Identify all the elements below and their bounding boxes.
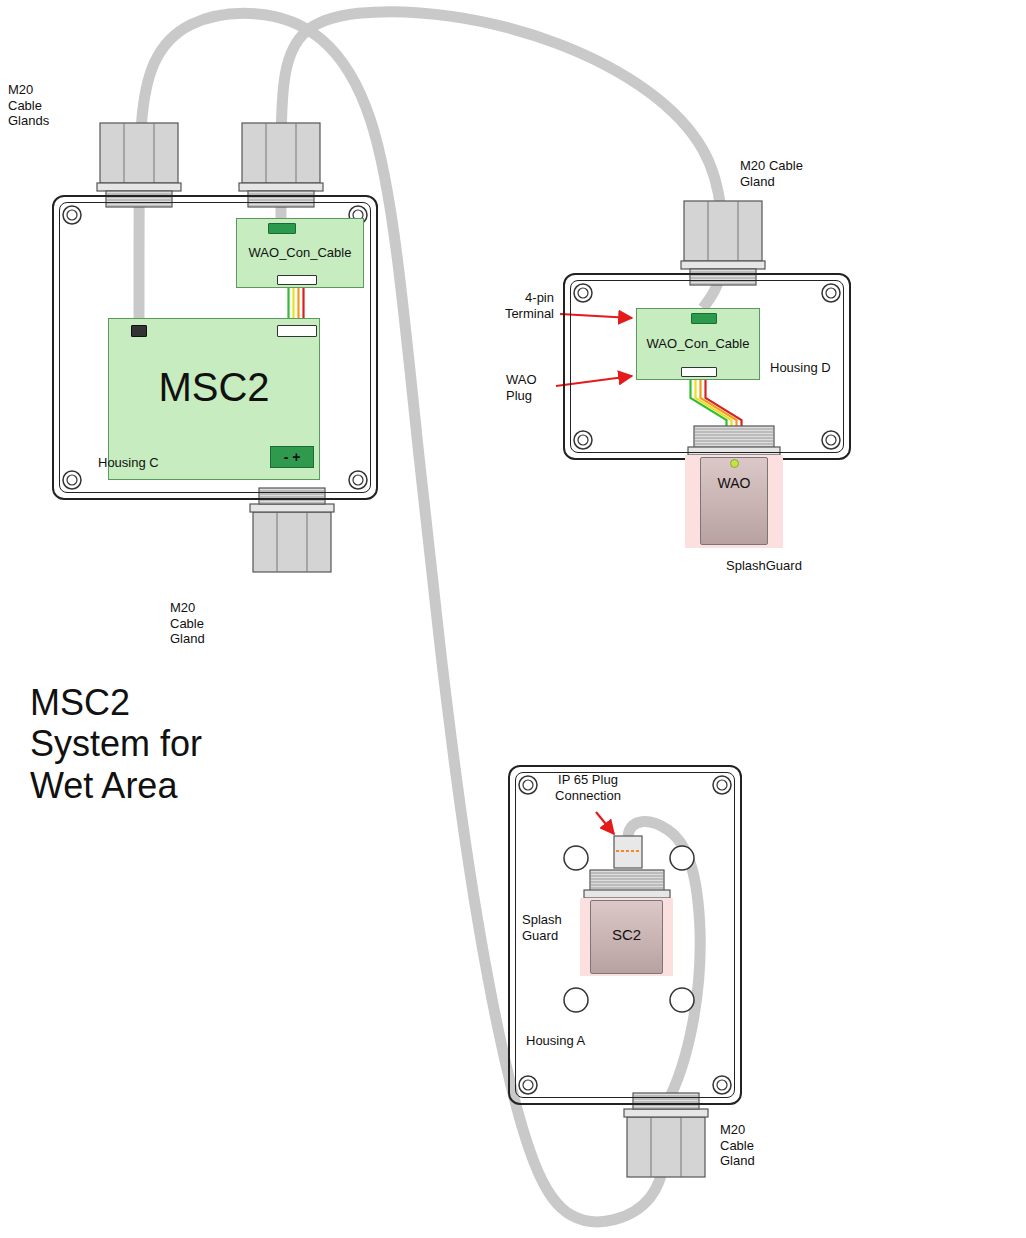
housing-screw <box>349 471 367 489</box>
text-slot: WAO_Con_Cable <box>237 245 363 261</box>
housing-box: Housing ASplash GuardSC2 <box>508 765 742 1105</box>
housing-screw <box>63 206 81 224</box>
text-slot: SplashGuard <box>726 558 802 574</box>
housing-screw <box>713 776 731 794</box>
text-slot: Splash Guard <box>522 912 574 943</box>
gland-label: M20 Cable Gland <box>740 158 820 189</box>
node-title: Splash Guard <box>522 912 574 943</box>
node-caption: SC2 <box>612 926 641 944</box>
text-slot: WAO <box>685 475 783 492</box>
housing-box: Housing C WAO_Con_CableMSC2 <box>52 195 378 500</box>
housing-screw <box>574 284 592 302</box>
callout-label-slot: IP 65 Plug Connection <box>548 772 628 803</box>
callout-label-slot: WAO Plug <box>506 372 552 403</box>
node-title: MSC2 <box>158 363 269 411</box>
leader-arrow <box>556 314 632 834</box>
sensor-body <box>700 457 768 545</box>
housing-screw <box>822 431 840 449</box>
callout-label: WAO Plug <box>506 372 552 403</box>
node-title: Housing C <box>98 455 159 471</box>
gland-label-slot: M20 Cable Gland <box>170 600 205 647</box>
callout-label: IP 65 Plug Connection <box>548 772 628 803</box>
callout-label: 4-pin Terminal <box>494 290 554 321</box>
gland-label: M20 Cable Glands <box>8 82 49 129</box>
power-terminal-slot: - + <box>270 446 314 468</box>
power-terminal: - + <box>284 449 301 465</box>
sensor-splashguard: Splash GuardSC2 <box>580 898 673 976</box>
connector-board: WAO_Con_Cable <box>236 218 364 288</box>
text-slot: Housing C <box>98 455 159 471</box>
diagram-title: MSC2 System for Wet Area <box>30 682 260 806</box>
plug-connection <box>614 836 642 868</box>
sensor-splashguard: WAOSplashGuard <box>685 455 783 548</box>
text-slot: Housing D <box>770 360 831 376</box>
cable-gland <box>624 1093 708 1177</box>
gland-label-slot: M20 Cable Gland <box>740 158 820 189</box>
housing-screw <box>574 431 592 449</box>
housing-box: Housing D WAO_Con_Cable <box>563 273 851 460</box>
wire-strand <box>302 288 304 318</box>
terminal-block <box>268 223 296 234</box>
mounting-hole <box>564 846 694 1012</box>
text-slot: SC2 <box>580 926 673 944</box>
connector-plug <box>277 275 317 285</box>
housing-screw <box>822 284 840 302</box>
node-title: Housing D <box>770 360 831 376</box>
gland-label: M20 Cable Gland <box>170 600 205 647</box>
housing-screw <box>519 776 537 794</box>
text-slot: MSC2 <box>109 363 319 411</box>
node-title: WAO <box>718 475 751 492</box>
status-led <box>730 459 739 468</box>
gland-label-slot: M20 Cable Gland <box>720 1122 755 1169</box>
node-title: WAO_Con_Cable <box>249 245 352 261</box>
cable-entry <box>131 325 147 337</box>
signal-wires <box>287 288 289 318</box>
node-title: WAO_Con_Cable <box>647 336 750 352</box>
terminal-block <box>691 313 717 324</box>
cable-gland <box>250 488 334 572</box>
sensor-thread <box>688 426 780 455</box>
gland-label: M20 Cable Gland <box>720 1122 755 1169</box>
gland-label-slot: M20 Cable Glands <box>8 82 49 129</box>
wire-strand <box>292 288 294 318</box>
housing-screw <box>63 471 81 489</box>
connector-plug <box>681 367 717 377</box>
callout-label-slot: 4-pin Terminal <box>494 290 554 321</box>
text-slot: WAO_Con_Cable <box>637 336 759 352</box>
connector-plug <box>277 325 317 337</box>
housing-screw <box>713 1076 731 1094</box>
wire-strand <box>297 288 299 318</box>
title-slot: MSC2 System for Wet Area <box>30 682 260 806</box>
text-slot: Housing A <box>526 1033 585 1049</box>
connector-group <box>289 288 304 318</box>
sensor-thread <box>584 870 670 898</box>
housing-screw <box>519 1076 537 1094</box>
node-title: Housing A <box>526 1033 585 1049</box>
connector-board: WAO_Con_Cable <box>636 308 760 380</box>
node-caption: SplashGuard <box>726 558 802 574</box>
